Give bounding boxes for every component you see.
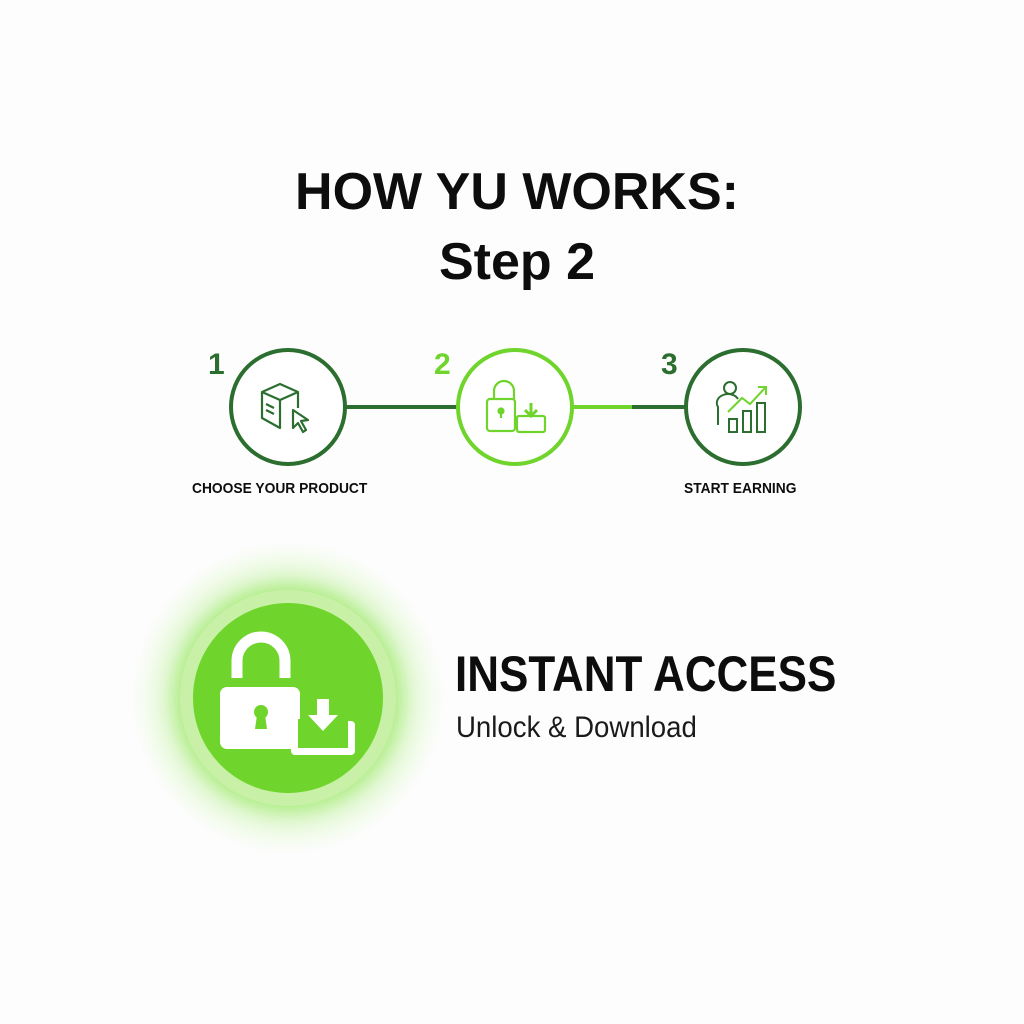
- feature-description: Unlock & Download: [456, 711, 697, 744]
- lock-download-icon: [220, 631, 355, 755]
- feature-title: INSTANT ACCESS: [455, 646, 837, 702]
- step-progress: [229, 348, 802, 466]
- feature-icon-badge: [193, 603, 383, 793]
- step-2-circle[interactable]: [456, 348, 574, 466]
- lock-download-icon: [485, 379, 547, 434]
- step-3-number: 3: [661, 348, 678, 381]
- step-2-number: 2: [434, 348, 451, 381]
- step-1-label: CHOOSE YOUR PRODUCT: [192, 480, 368, 497]
- page-subtitle: Step 2: [438, 233, 596, 291]
- product-box-cursor-icon: [260, 382, 310, 434]
- step-3-circle[interactable]: [684, 348, 802, 466]
- step-1-circle[interactable]: [229, 348, 347, 466]
- page-title: HOW YU WORKS:: [295, 163, 739, 221]
- step-3-label: START EARNING: [684, 480, 797, 497]
- step-1-number: 1: [208, 348, 225, 381]
- person-growth-chart-icon: [715, 381, 767, 433]
